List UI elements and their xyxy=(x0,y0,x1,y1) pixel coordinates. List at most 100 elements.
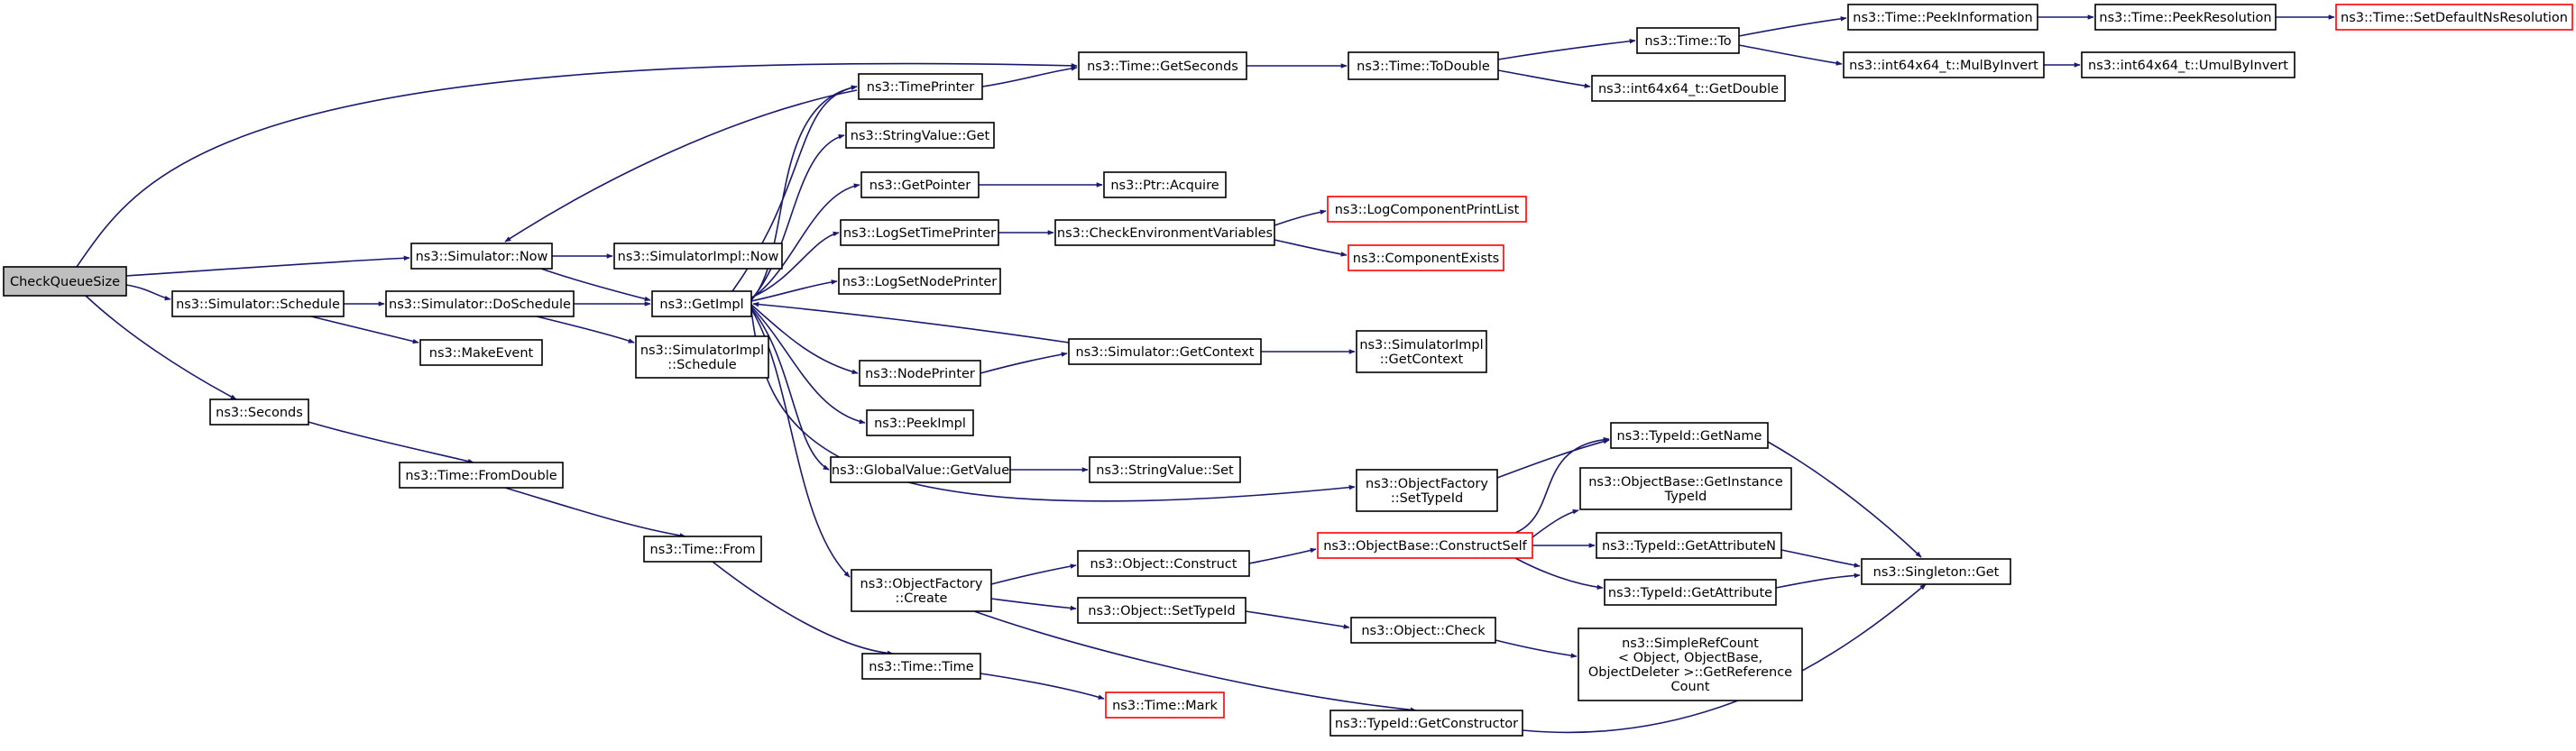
function-node[interactable]: ns3::GetImpl xyxy=(651,290,752,317)
function-node[interactable]: ns3::ComponentExists xyxy=(1348,244,1504,271)
node-label: ns3::SimulatorImpl xyxy=(1359,338,1483,353)
function-node[interactable]: ns3::Time::FromDouble xyxy=(399,462,564,489)
function-node[interactable]: ns3::LogSetNodePrinter xyxy=(838,268,1001,295)
function-node[interactable]: ns3::StringValue::Get xyxy=(845,122,995,149)
function-node[interactable]: ns3::PeekImpl xyxy=(866,409,974,436)
node-box xyxy=(171,290,345,317)
call-edge xyxy=(750,183,860,299)
node-box xyxy=(1077,550,1250,577)
call-edge xyxy=(1780,549,1861,568)
function-node[interactable]: ns3::Time::PeekResolution xyxy=(2094,4,2277,31)
node-box xyxy=(635,335,769,379)
function-node[interactable]: ns3::Time::Mark xyxy=(1105,691,1225,719)
node-box xyxy=(209,398,309,426)
node-label: ns3::Time::PeekInformation xyxy=(1853,11,2032,25)
node-box xyxy=(1610,422,1769,449)
edge-n19-n21 xyxy=(540,268,651,302)
function-node[interactable]: ns3::StringValue::Set xyxy=(1089,456,1241,483)
function-node[interactable]: ns3::Time::GetSeconds xyxy=(1078,51,1247,80)
edge-n38-n37 xyxy=(1532,508,1579,538)
function-node[interactable]: ns3::TypeId::GetName xyxy=(1610,422,1769,449)
edge-n45-n46 xyxy=(1495,639,1578,658)
function-node[interactable]: ns3::Time::From xyxy=(643,536,762,563)
function-node[interactable]: ns3::LogSetTimePrinter xyxy=(840,219,999,246)
function-node[interactable]: ns3::TimePrinter xyxy=(858,73,983,100)
call-edge xyxy=(1497,38,1636,60)
node-label: ns3::CheckEnvironmentVariables xyxy=(1057,226,1273,241)
node-label: ns3::ObjectFactory xyxy=(860,577,983,591)
node-box xyxy=(1591,75,1786,102)
edge-n33-n34 xyxy=(504,487,686,538)
function-node[interactable]: ns3::Time::PeekInformation xyxy=(1847,4,2038,31)
function-node[interactable]: ns3::TypeId::GetAttribute xyxy=(1604,579,1777,606)
node-label: ns3::GlobalValue::GetValue xyxy=(832,463,1009,478)
edge-n32-n33 xyxy=(308,421,474,464)
function-node[interactable]: ns3::MakeEvent xyxy=(419,339,543,366)
function-node[interactable]: ns3::int64x64_t::GetDouble xyxy=(1591,75,1786,102)
node-box xyxy=(410,243,553,270)
node-box xyxy=(3,266,127,297)
call-edge xyxy=(750,231,840,298)
function-node[interactable]: ns3::TypeId::GetAttributeN xyxy=(1596,532,1782,559)
node-label: ns3::Object::SetTypeId xyxy=(1088,604,1235,618)
edge-n43-n38 xyxy=(1248,547,1317,564)
function-node[interactable]: ns3::Time::ToDouble xyxy=(1348,51,1499,80)
function-node[interactable]: ns3::Ptr::Acquire xyxy=(1103,171,1227,198)
function-node[interactable]: ns3::Simulator::Schedule xyxy=(171,290,345,317)
node-label: ns3::Time::ToDouble xyxy=(1357,60,1490,74)
function-node[interactable]: ns3::ObjectFactory::Create xyxy=(851,569,992,612)
function-node[interactable]: ns3::Object::SetTypeId xyxy=(1077,597,1247,624)
function-node[interactable]: ns3::int64x64_t::MulByInvert xyxy=(1843,51,2045,78)
function-node[interactable]: ns3::Object::Construct xyxy=(1077,550,1250,577)
node-box xyxy=(1604,579,1777,606)
function-node[interactable]: ns3::ObjectBase::ConstructSelf xyxy=(1317,532,1533,559)
node-label: ns3::ObjectBase::ConstructSelf xyxy=(1323,539,1527,554)
function-node[interactable]: ns3::SimulatorImpl::Now xyxy=(613,243,783,270)
function-node[interactable]: ns3::SimulatorImpl::GetContext xyxy=(1356,330,1487,373)
node-label: ns3::ObjectFactory xyxy=(1366,477,1488,491)
node-label: ns3::int64x64_t::UmulByInvert xyxy=(2088,59,2288,73)
function-node[interactable]: ns3::LogComponentPrintList xyxy=(1327,196,1527,223)
node-box xyxy=(858,73,983,100)
function-node[interactable]: ns3::Time::SetDefaultNsResolution xyxy=(2335,4,2573,31)
function-node[interactable]: ns3::Singleton::Get xyxy=(1861,558,2011,585)
node-label: ObjectDeleter >::GetReference xyxy=(1588,665,1792,680)
call-edge xyxy=(308,421,474,464)
function-node[interactable]: ns3::SimpleRefCount< Object, ObjectBase,… xyxy=(1578,627,1803,701)
edge-n47-n48 xyxy=(980,673,1105,700)
edge-n0-n19 xyxy=(125,255,410,277)
function-node[interactable]: ns3::NodePrinter xyxy=(859,360,981,387)
call-edge xyxy=(980,673,1105,700)
node-box xyxy=(1329,710,1523,737)
node-label: ns3::Time::GetSeconds xyxy=(1087,60,1238,74)
function-node[interactable]: ns3::Simulator::DoSchedule xyxy=(385,290,575,317)
node-box xyxy=(1103,171,1227,198)
node-label: ns3::PeekImpl xyxy=(874,417,966,431)
node-box xyxy=(866,409,974,436)
function-node[interactable]: ns3::int64x64_t::UmulByInvert xyxy=(2081,51,2295,78)
function-node[interactable]: ns3::Simulator::GetContext xyxy=(1068,338,1262,365)
function-node[interactable]: ns3::Simulator::Now xyxy=(410,243,553,270)
function-node[interactable]: ns3::Time::Time xyxy=(861,653,981,680)
node-label: ns3::TypeId::GetConstructor xyxy=(1335,717,1518,731)
function-node[interactable]: ns3::SimulatorImpl::Schedule xyxy=(635,335,769,379)
function-node[interactable]: ns3::GlobalValue::GetValue xyxy=(830,456,1011,483)
edge-n22-n24 xyxy=(310,316,419,344)
node-box xyxy=(1350,617,1496,644)
node-label: ns3::SimulatorImpl::Now xyxy=(618,250,779,264)
function-node[interactable]: ns3::Seconds xyxy=(209,398,309,426)
call-edge xyxy=(1767,441,1922,558)
function-node[interactable]: ns3::TypeId::GetConstructor xyxy=(1329,710,1523,737)
function-node[interactable]: ns3::GetPointer xyxy=(860,171,980,198)
node-box xyxy=(1077,597,1247,624)
edge-n40-n41 xyxy=(1775,572,1861,589)
call-edge xyxy=(981,66,1078,87)
function-node[interactable]: ns3::CheckEnvironmentVariables xyxy=(1054,219,1275,246)
function-node[interactable]: ns3::Time::To xyxy=(1636,27,1740,54)
function-node[interactable]: ns3::Object::Check xyxy=(1350,617,1496,644)
node-label: ns3::LogSetNodePrinter xyxy=(842,275,998,289)
function-node[interactable]: ns3::ObjectFactory::SetTypeId xyxy=(1356,469,1498,512)
edge-n23-n25 xyxy=(536,316,635,343)
